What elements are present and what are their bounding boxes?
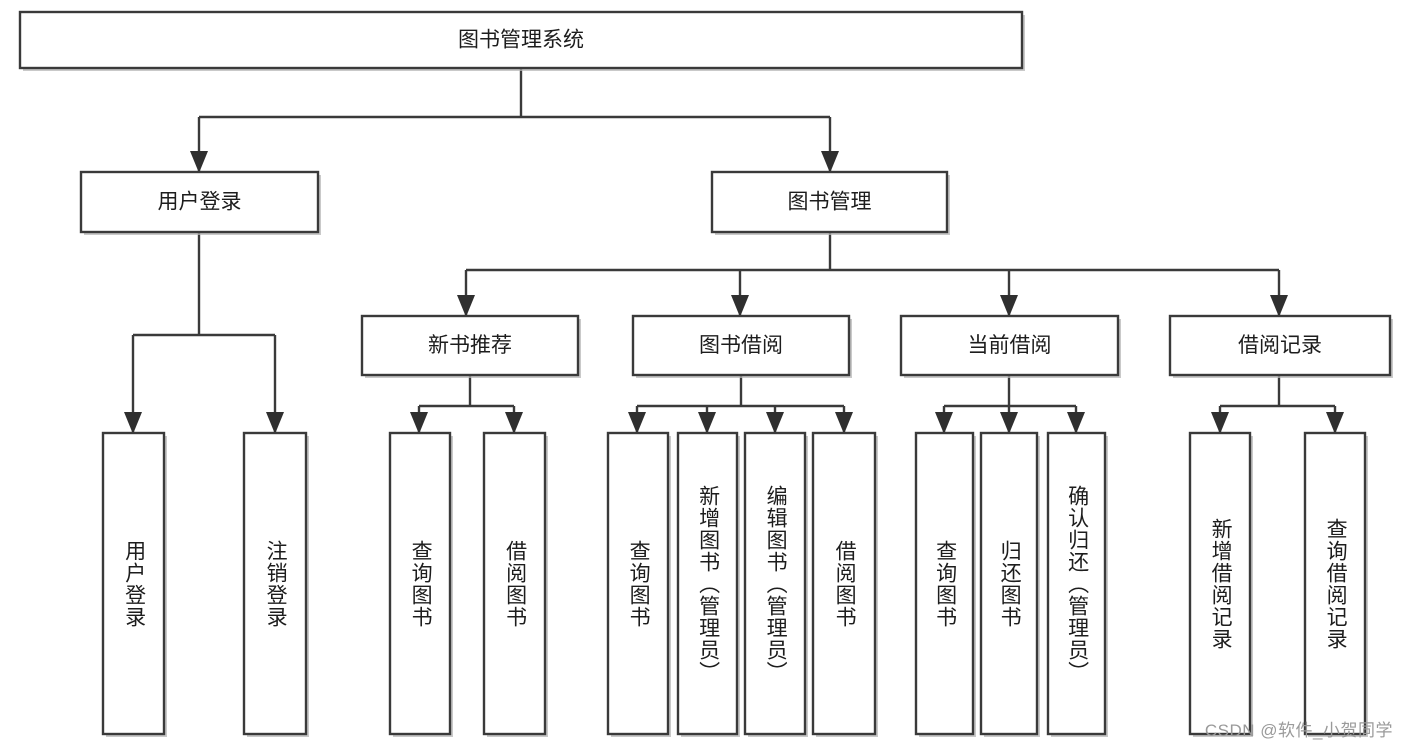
node-label-book-borrow: 图书借阅	[699, 334, 783, 357]
arrow-head-icon	[628, 412, 646, 434]
arrow-head-icon	[266, 412, 284, 434]
boxes-layer	[18, 10, 1393, 737]
root-node-box[interactable]	[18, 10, 1024, 70]
node-label-user-login: 用户登录	[158, 191, 242, 214]
arrow-head-icon	[731, 295, 749, 317]
node-current-borrow[interactable]	[899, 314, 1121, 378]
node-label-borrow-record: 借阅记录	[1238, 334, 1322, 357]
node-leaf-edit-book-admin[interactable]	[743, 431, 808, 737]
node-label-new-book-recommend: 新书推荐	[428, 334, 512, 357]
arrow-head-icon	[190, 151, 208, 173]
leaf-node-box[interactable]	[1046, 431, 1107, 736]
arrow-head-icon	[457, 295, 475, 317]
level2-node-box[interactable]	[899, 314, 1120, 377]
leaf-node-box[interactable]	[388, 431, 452, 736]
leaf-node-box[interactable]	[914, 431, 975, 736]
arrow-head-icon	[1211, 412, 1229, 434]
connector-book-borrow-to-leaves	[628, 375, 853, 434]
level2-node-box[interactable]	[1168, 314, 1392, 377]
node-new-book-recommend[interactable]	[360, 314, 581, 378]
leaf-node-box[interactable]	[606, 431, 670, 736]
arrow-head-icon	[1000, 412, 1018, 434]
node-book-manage[interactable]	[710, 170, 950, 235]
node-user-login[interactable]	[79, 170, 321, 235]
node-leaf-borrow-book-1[interactable]	[482, 431, 548, 737]
node-leaf-user-login[interactable]	[101, 431, 167, 737]
arrow-head-icon	[1270, 295, 1288, 317]
watermark: CSDN @软件_小贺同学	[1204, 721, 1393, 740]
arrow-head-icon	[835, 412, 853, 434]
node-book-borrow[interactable]	[631, 314, 852, 378]
connector-new-book-recommend-to-leaves	[410, 375, 523, 434]
arrow-head-icon	[505, 412, 523, 434]
node-root[interactable]	[18, 10, 1025, 71]
node-leaf-query-borrow-record[interactable]	[1303, 431, 1368, 737]
leaf-node-box[interactable]	[101, 431, 166, 736]
node-label-root: 图书管理系统	[458, 29, 584, 52]
node-label-book-manage: 图书管理	[788, 191, 872, 214]
node-leaf-query-book-2[interactable]	[606, 431, 671, 737]
arrow-head-icon	[124, 412, 142, 434]
level2-node-box[interactable]	[360, 314, 580, 377]
leaf-node-box[interactable]	[811, 431, 877, 736]
node-leaf-return-book[interactable]	[979, 431, 1040, 737]
connectors-layer	[124, 68, 1344, 434]
node-leaf-add-borrow-record[interactable]	[1188, 431, 1253, 737]
leaf-node-box[interactable]	[676, 431, 739, 736]
arrow-head-icon	[935, 412, 953, 434]
arrow-head-icon	[821, 151, 839, 173]
connector-borrow-record-to-leaves	[1211, 375, 1344, 434]
arrow-head-icon	[410, 412, 428, 434]
node-leaf-logout[interactable]	[242, 431, 309, 737]
node-borrow-record[interactable]	[1168, 314, 1393, 378]
connector-book-manage-to-level2	[457, 232, 1288, 317]
arrow-head-icon	[766, 412, 784, 434]
connector-user-login-to-leaves	[124, 232, 284, 434]
leaf-node-box[interactable]	[242, 431, 308, 736]
leaf-node-box[interactable]	[482, 431, 547, 736]
arrow-head-icon	[1326, 412, 1344, 434]
leaf-node-box[interactable]	[1188, 431, 1252, 736]
leaf-node-box[interactable]	[743, 431, 807, 736]
node-label-current-borrow: 当前借阅	[968, 334, 1052, 357]
arrow-head-icon	[1067, 412, 1085, 434]
node-leaf-borrow-book-2[interactable]	[811, 431, 878, 737]
node-leaf-query-book-3[interactable]	[914, 431, 976, 737]
arrow-head-icon	[1000, 295, 1018, 317]
leaf-node-box[interactable]	[1303, 431, 1367, 736]
level2-node-box[interactable]	[631, 314, 851, 377]
node-leaf-confirm-return-admin[interactable]	[1046, 431, 1108, 737]
connector-current-borrow-to-leaves	[935, 375, 1085, 434]
node-leaf-query-book-1[interactable]	[388, 431, 453, 737]
connector-root-to-level1	[190, 68, 839, 173]
arrow-head-icon	[698, 412, 716, 434]
level1-node-box[interactable]	[710, 170, 949, 234]
leaf-node-box[interactable]	[979, 431, 1039, 736]
node-leaf-add-book-admin[interactable]	[676, 431, 740, 737]
level1-node-box[interactable]	[79, 170, 320, 234]
